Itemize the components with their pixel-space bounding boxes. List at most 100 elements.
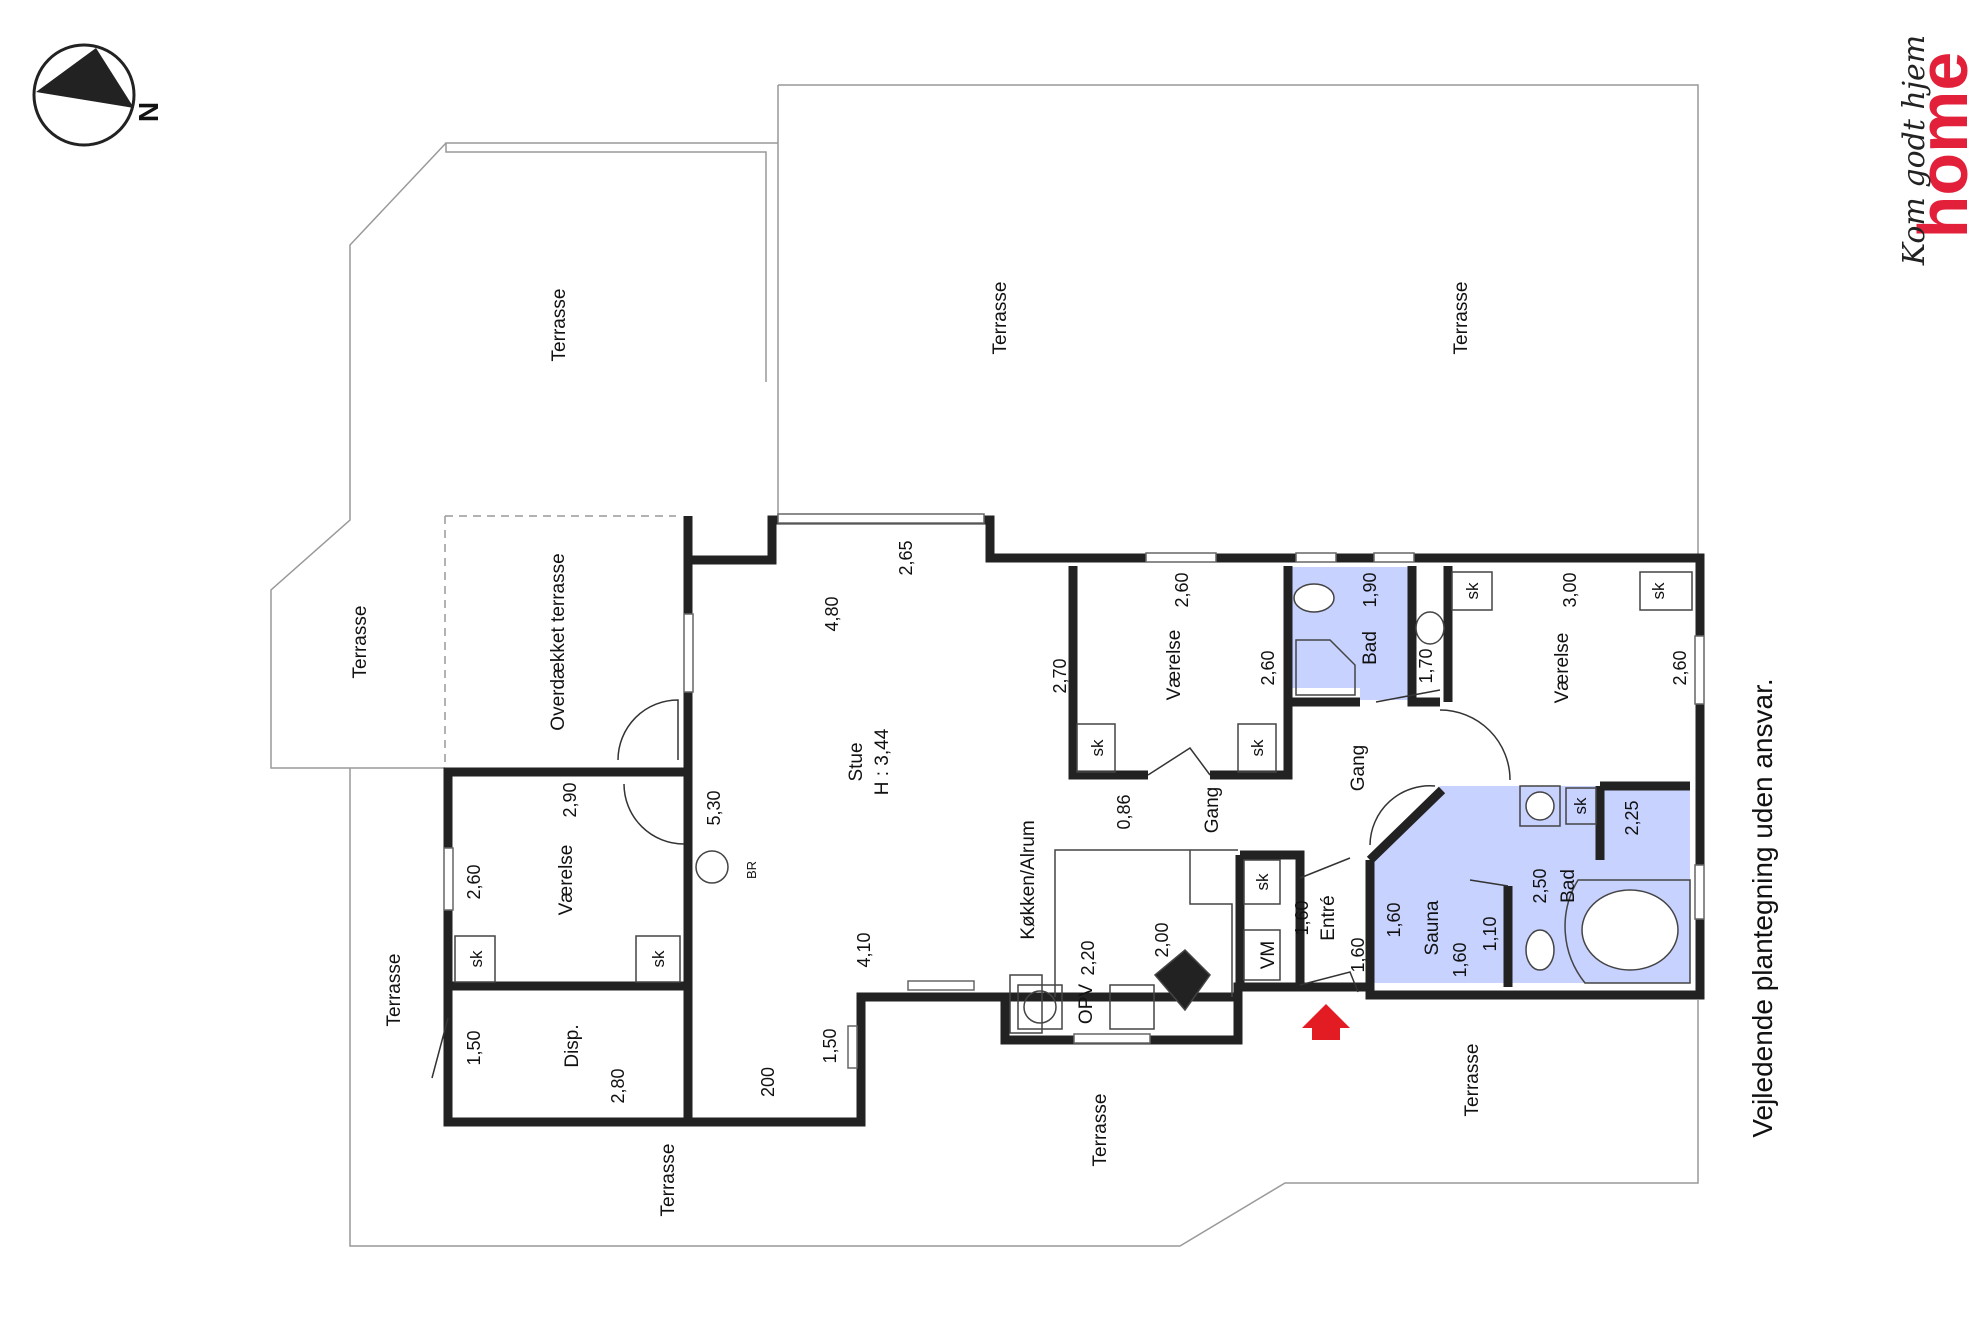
dim-086: 0,86	[1114, 794, 1134, 829]
closet-vaerelse-mid-a	[1076, 723, 1116, 773]
dim-260-west: 2,60	[464, 864, 484, 899]
dimension-labels: 2,65 4,80 5,30 4,10 1,50 200 2,90 2,60 1…	[464, 540, 1690, 1103]
entrance-arrow-icon	[1302, 1004, 1350, 1040]
disclaimer-text: Vejledende plantegning uden ansvar.	[1747, 678, 1778, 1137]
terrace-outlines	[270, 84, 1699, 1247]
dim-150-stue: 1,50	[820, 1028, 840, 1063]
door-vaerelse-mid	[1147, 746, 1211, 776]
label-terrasse-nw: Terrasse	[549, 289, 570, 362]
br-icon	[695, 850, 729, 884]
label-bad-2: Bad	[1558, 869, 1579, 903]
dim-265: 2,65	[896, 540, 916, 575]
sk-label: sk	[467, 950, 486, 968]
door-covered-terrace	[617, 699, 679, 761]
label-stue-height: H : 3,44	[872, 728, 893, 795]
kitchen-counter-inner	[1189, 850, 1233, 997]
sk-label: sk	[1463, 582, 1482, 600]
window-kitchen	[1073, 1033, 1151, 1044]
closet-vaerelse-east-b	[1639, 571, 1693, 611]
compass-circle	[32, 43, 136, 147]
door-sauna	[1469, 879, 1509, 887]
bath1-east-wall	[1407, 566, 1440, 707]
doors	[431, 689, 1511, 1079]
label-bad-1: Bad	[1360, 631, 1381, 665]
logo-word: home	[1904, 52, 1982, 239]
label-vaerelse-west: Værelse	[556, 845, 577, 916]
door-bath2	[1369, 785, 1436, 846]
label-vm: VM	[1258, 941, 1279, 970]
sk-label: sk	[1253, 873, 1272, 891]
label-terrasse-w: Terrasse	[350, 606, 371, 679]
stove-icon	[1153, 948, 1211, 1012]
dim-300: 3,00	[1560, 572, 1580, 607]
label-terrasse-ne: Terrasse	[1451, 282, 1472, 355]
dim-150-disp: 1,50	[464, 1030, 484, 1065]
label-terrasse-s2: Terrasse	[1090, 1094, 1111, 1167]
window-bath2	[1694, 864, 1705, 920]
window-stue-north	[777, 513, 985, 524]
door-vaerelse-east	[1439, 709, 1511, 781]
bath-fixtures	[695, 583, 1691, 984]
closet-vaerelse-mid-b	[1237, 723, 1277, 773]
closet-bath2	[1565, 787, 1597, 825]
bath1-walls	[1283, 566, 1360, 707]
window-stue-southwest	[847, 1025, 858, 1069]
bathtub-basin-icon	[1581, 889, 1679, 971]
dim-225: 2,25	[1622, 800, 1642, 835]
shower-icon	[1295, 639, 1356, 696]
window-bath1-b	[1373, 552, 1415, 563]
label-sauna: Sauna	[1422, 900, 1443, 955]
label-vaerelse-east: Værelse	[1552, 633, 1573, 704]
dim-260-mid: 2,60	[1258, 650, 1278, 685]
walls	[443, 515, 1705, 1127]
label-gang-1: Gang	[1348, 745, 1369, 791]
north-arrow-icon	[36, 48, 134, 108]
dim-200: 200	[758, 1067, 778, 1097]
vaerelse-mid-walls	[1068, 566, 1148, 780]
bath2-toilet-icon	[1525, 929, 1555, 971]
room-labels: Terrasse Terrasse Terrasse Terrasse Terr…	[350, 282, 1579, 1217]
closet-entre	[1243, 859, 1281, 905]
kitchen-fixtures	[1009, 849, 1238, 1034]
label-disp: Disp.	[562, 1024, 583, 1067]
sk-label: sk	[1088, 739, 1107, 757]
label-koekken: Køkken/Alrum	[1018, 820, 1039, 939]
entre-walls	[1240, 850, 1305, 990]
label-terrasse-n: Terrasse	[990, 282, 1011, 355]
bath1-sink-icon	[1415, 611, 1445, 645]
dim-250: 2,50	[1530, 868, 1550, 903]
window-vaerelse-mid	[1145, 552, 1217, 563]
fan-circle-icon	[1023, 990, 1057, 1024]
label-br: BR	[744, 861, 759, 879]
closet-vaerelse-west-a	[454, 935, 496, 983]
dim-410: 4,10	[854, 932, 874, 967]
compass: N	[32, 43, 164, 147]
door-entre-inner	[1299, 857, 1351, 879]
label-terrasse-se: Terrasse	[1462, 1044, 1483, 1117]
bath2-diag-wall	[1366, 786, 1446, 864]
dim-160-entre-b: 1,60	[1348, 937, 1368, 972]
door-entre	[1299, 971, 1359, 993]
kitchen-counter-outline	[1054, 849, 1238, 997]
dim-290: 2,90	[560, 782, 580, 817]
window-bath1-a	[1295, 552, 1337, 563]
dim-270: 2,70	[1050, 658, 1070, 693]
window-vaerelse-west	[443, 847, 454, 911]
dim-160-sauna: 1,60	[1384, 902, 1404, 937]
closet-vaerelse-west-b	[635, 935, 681, 983]
bath2-sink-icon	[1519, 785, 1561, 827]
terrace-outline-west	[270, 142, 447, 769]
label-opv: OPV	[1076, 984, 1097, 1024]
north-label: N	[133, 102, 164, 122]
fan-icon	[1017, 984, 1063, 1030]
window-stue-south	[907, 980, 975, 991]
bathtub-icon	[1564, 879, 1691, 984]
label-stue: Stue	[846, 742, 867, 781]
logo-tagline: Kom godt hjem	[1897, 35, 1932, 267]
dim-260-east: 2,60	[1670, 650, 1690, 685]
windows	[443, 513, 1705, 1069]
label-overdaekket-terrasse: Overdækket terrasse	[548, 553, 569, 730]
dim-480: 4,80	[822, 596, 842, 631]
label-gang-2: Gang	[1202, 787, 1223, 833]
opv-cabinet	[1009, 974, 1043, 1034]
